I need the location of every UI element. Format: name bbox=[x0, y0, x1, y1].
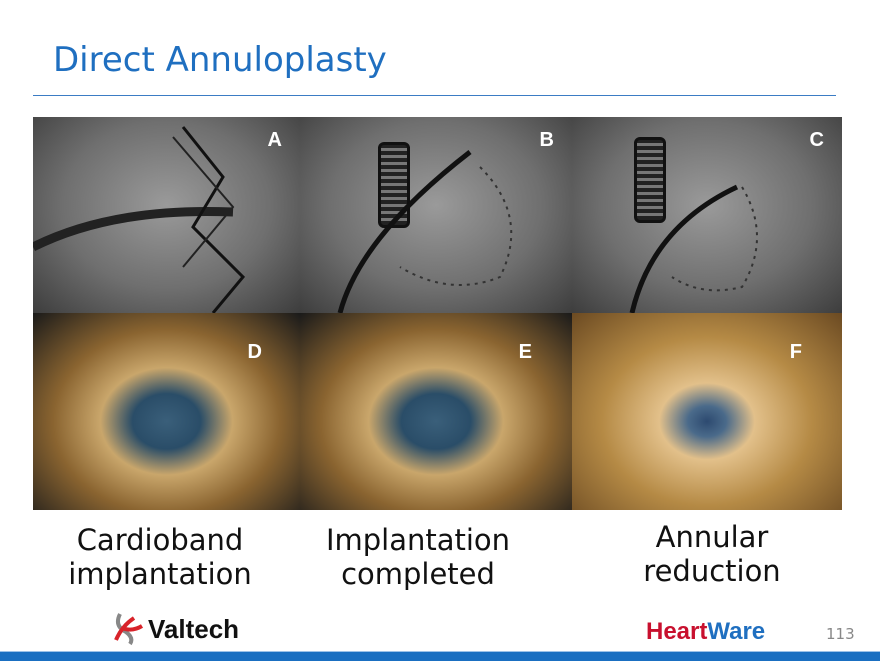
heartware-wordmark-heart: Heart bbox=[646, 618, 708, 645]
title-divider bbox=[33, 95, 836, 96]
delivery-device bbox=[378, 142, 410, 228]
catheter-lines bbox=[337, 150, 513, 313]
page-number: 113 bbox=[826, 625, 855, 643]
valtech-mark-icon bbox=[114, 613, 144, 646]
echo-image-d: D bbox=[33, 313, 300, 510]
catheter-lines bbox=[629, 184, 758, 313]
panel-letter: C bbox=[809, 129, 824, 151]
footer-bar bbox=[0, 651, 880, 661]
valtech-wordmark: Valtech bbox=[148, 613, 240, 644]
caption-line: Annular bbox=[655, 520, 769, 554]
panel-letter: F bbox=[789, 341, 802, 363]
fluoroscopy-image-a: A bbox=[33, 117, 300, 313]
caption-line: reduction bbox=[643, 554, 781, 588]
valtech-logo: Valtech bbox=[112, 612, 239, 646]
echo-image-f: F bbox=[572, 313, 842, 510]
catheter-lines bbox=[33, 126, 246, 313]
caption-cardioband: Cardioband implantation bbox=[60, 523, 260, 591]
caption-line: Implantation bbox=[325, 523, 511, 557]
caption-line: completed bbox=[341, 557, 495, 591]
heartware-wordmark-ware: Ware bbox=[707, 618, 766, 645]
caption-annular-reduction: Annular reduction bbox=[612, 520, 812, 588]
fluoroscopy-image-b: B bbox=[300, 117, 572, 313]
heartware-logo: HeartWare bbox=[646, 618, 765, 646]
panel-letter: D bbox=[247, 341, 262, 363]
panel-letter: E bbox=[518, 341, 532, 363]
echo-image-e: E bbox=[300, 313, 572, 510]
fluoroscopy-image-c: C bbox=[572, 117, 842, 313]
caption-line: implantation bbox=[68, 557, 252, 591]
caption-implantation: Implantation completed bbox=[318, 523, 518, 591]
caption-line: Cardioband bbox=[76, 523, 244, 557]
panel-letter: A bbox=[267, 129, 282, 151]
panel-letter: B bbox=[539, 129, 554, 151]
slide-title: Direct Annuloplasty bbox=[53, 40, 387, 80]
delivery-device bbox=[634, 137, 666, 223]
